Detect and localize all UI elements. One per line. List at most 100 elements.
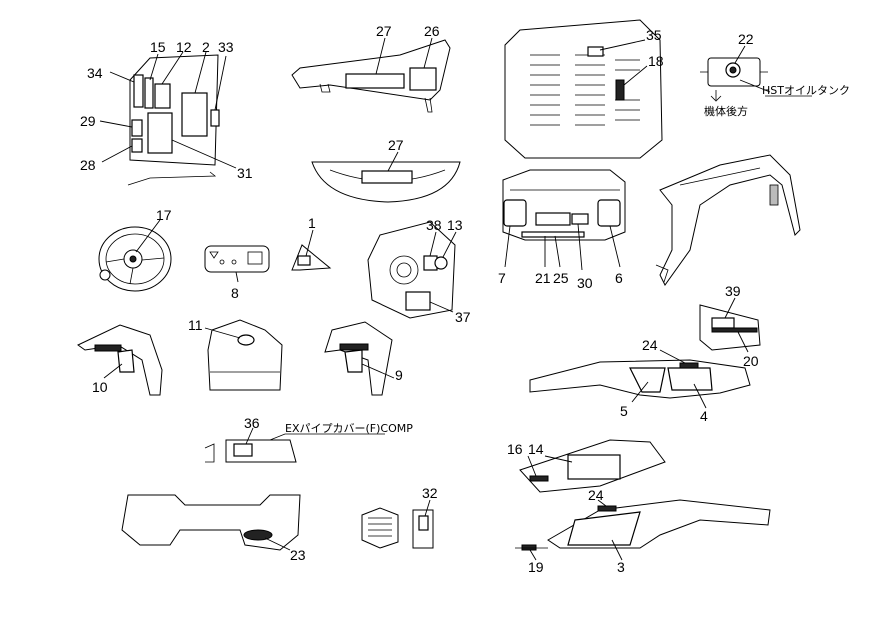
decal-10-band: [94, 344, 122, 352]
callout-35: 35: [646, 27, 662, 43]
decal-27-lower: [361, 170, 413, 184]
top-hood-group: 35 18: [504, 19, 664, 159]
side-rail-lower-group: 24 3 19: [515, 487, 771, 575]
decal-19: [521, 544, 537, 551]
callout-38: 38: [426, 217, 442, 233]
callout-11: 11: [188, 317, 203, 333]
callout-25: 25: [553, 270, 569, 286]
bracket-group: 1: [291, 215, 332, 271]
callout-4: 4: [700, 408, 708, 424]
callout-30: 30: [577, 275, 593, 291]
decal-17: [129, 255, 137, 263]
callout-5: 5: [620, 403, 628, 419]
callout-9: 9: [395, 367, 403, 383]
decal-36: [233, 443, 253, 457]
side-cover-group: 27 26: [291, 23, 451, 113]
decal-34: [133, 74, 144, 108]
decal-12: [154, 83, 171, 109]
callout-33: 33: [218, 39, 234, 55]
decal-30: [571, 213, 589, 225]
decal-4: [667, 367, 713, 391]
callout-7: 7: [498, 270, 506, 286]
decal-10: [117, 349, 135, 373]
callout-3: 3: [617, 559, 625, 575]
decal-2: [181, 92, 208, 137]
callout-17: 17: [156, 207, 172, 223]
steering-wheel-group: 17: [98, 207, 172, 292]
decal-14: [567, 454, 621, 480]
callout-26: 26: [424, 23, 440, 39]
decal-23: [243, 529, 273, 541]
callout-20: 20: [743, 353, 759, 369]
decal-11: [237, 334, 255, 346]
callout-10: 10: [92, 379, 108, 395]
callout-1: 1: [308, 215, 316, 231]
callout-14: 14: [528, 441, 544, 457]
step-box-group: 39 20: [699, 283, 761, 369]
callout-8: 8: [231, 285, 239, 301]
callout-2: 2: [202, 39, 210, 55]
decal-27-upper: [345, 73, 405, 89]
callout-23: 23: [290, 547, 306, 563]
decal-24-lower: [597, 505, 617, 512]
callout-27-lower: 27: [388, 137, 404, 153]
arc-cover-group: 27: [311, 137, 461, 203]
decal-9-band: [339, 343, 369, 351]
decal-25: [521, 231, 585, 238]
callout-27-upper: 27: [376, 23, 392, 39]
meter-panel-group: 8: [204, 245, 270, 301]
callout-28: 28: [80, 157, 96, 173]
decal-24-upper: [679, 362, 699, 369]
column-cover-group: 38 13 37: [367, 217, 471, 325]
callout-34: 34: [87, 65, 103, 81]
hst-oil-tank-note: HSTオイルタンク: [762, 84, 850, 97]
machine-rear-note: 機体後方: [704, 104, 748, 118]
callout-39: 39: [725, 283, 741, 299]
callout-22: 22: [738, 31, 754, 47]
decal-3: [567, 511, 641, 546]
decal-20: [711, 327, 758, 333]
decal-7: [503, 199, 527, 227]
decal-31: [147, 112, 173, 154]
decal-9: [344, 349, 363, 373]
decal-37: [405, 291, 431, 311]
callout-24-upper: 24: [642, 337, 658, 353]
side-rail-upper-group: 24 5 4: [529, 337, 751, 424]
battery-box-group: 32: [361, 485, 438, 549]
callout-18: 18: [648, 53, 664, 69]
decal-16: [529, 475, 549, 482]
callout-36: 36: [244, 415, 260, 431]
decal-29: [131, 119, 143, 137]
callout-24-lower: 24: [588, 487, 604, 503]
hst-oil-tank-group: 22 HSTオイルタンク 機体後方: [700, 31, 850, 118]
lower-fender-group: 16 14: [507, 439, 666, 493]
front-panel-group: 7 21 25 30 6: [498, 169, 626, 291]
callout-37: 37: [455, 309, 471, 325]
rear-panel-group: 34 15 12 2 33 29 28 31: [80, 39, 253, 186]
callout-19: 19: [528, 559, 544, 575]
front-bumper-group: 23: [121, 494, 306, 563]
callout-21: 21: [535, 270, 551, 286]
callout-15: 15: [150, 39, 166, 55]
callout-32: 32: [422, 485, 438, 501]
decal-13: [434, 256, 448, 270]
decal-21: [535, 212, 571, 226]
decal-33: [210, 109, 220, 127]
decal-28: [131, 138, 143, 153]
decal-26: [409, 67, 437, 91]
fenders-group: 10 11 9: [77, 317, 403, 396]
frame-group: [655, 154, 801, 286]
decal-35: [587, 46, 604, 57]
decal-1: [297, 255, 311, 266]
ex-pipe-cover-group: 36 EXパイプカバー(F)COMP: [204, 415, 413, 463]
decal-32: [418, 515, 429, 531]
callout-6: 6: [615, 270, 623, 286]
decal-5: [629, 367, 666, 393]
decal-39: [711, 317, 735, 329]
callout-16: 16: [507, 441, 523, 457]
callout-31: 31: [237, 165, 253, 181]
callout-13: 13: [447, 217, 463, 233]
ex-pipe-cover-note: EXパイプカバー(F)COMP: [285, 422, 413, 435]
decal-15: [144, 77, 154, 109]
